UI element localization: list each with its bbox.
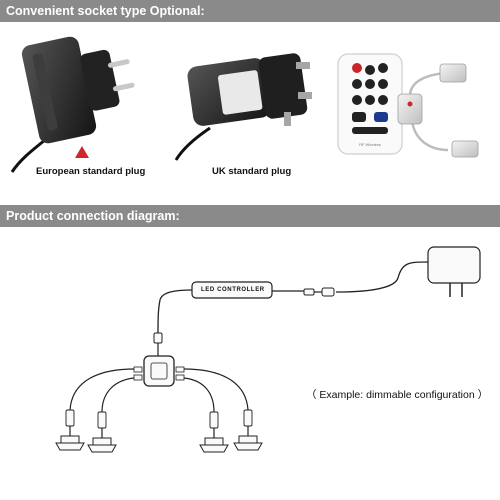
- controller-plug: [153, 332, 163, 344]
- mini-controller-icon: [397, 63, 479, 158]
- diagram-section-header: Product connection diagram:: [0, 205, 500, 227]
- remote-brand-text: RF Wireless: [359, 142, 381, 147]
- cable-connector-right: [321, 287, 335, 297]
- puck-light-icon: [55, 435, 85, 451]
- led-controller-icon: [157, 281, 273, 335]
- rf-remote-icon: RF Wireless: [337, 53, 403, 155]
- splitter-hub-icon: [143, 355, 175, 387]
- uk-plug-caption: UK standard plug: [212, 166, 292, 177]
- led-controller-label: LED CONTROLLER: [201, 287, 265, 293]
- puck-light-icon: [87, 437, 117, 453]
- uk-plug-adapter-icon: [174, 53, 312, 161]
- power-adapter-icon: [335, 246, 481, 297]
- cable-connector-left: [303, 288, 315, 296]
- triangle-marker-icon: [75, 146, 89, 158]
- puck-light-icon: [199, 437, 229, 453]
- example-note: （ Example: dimmable configuration ）: [306, 389, 489, 401]
- socket-section-title: Convenient socket type Optional:: [6, 4, 205, 18]
- eu-plug-adapter-icon: [10, 36, 135, 173]
- eu-plug-caption: European standard plug: [36, 166, 146, 177]
- diagram-section-title: Product connection diagram:: [6, 209, 180, 223]
- puck-light-icon: [233, 435, 263, 451]
- socket-section-header: Convenient socket type Optional:: [0, 0, 500, 22]
